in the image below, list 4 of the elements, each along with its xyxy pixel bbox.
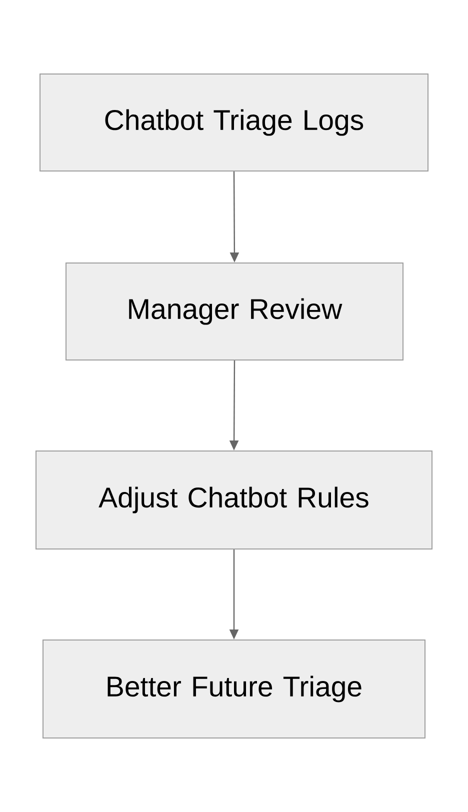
process-box: Manager Review [66,262,404,360]
process-box: Adjust Chatbot Rules [36,450,432,550]
process-box: Chatbot Triage Logs [40,74,428,172]
process-box: Better Future Triage [42,640,426,738]
